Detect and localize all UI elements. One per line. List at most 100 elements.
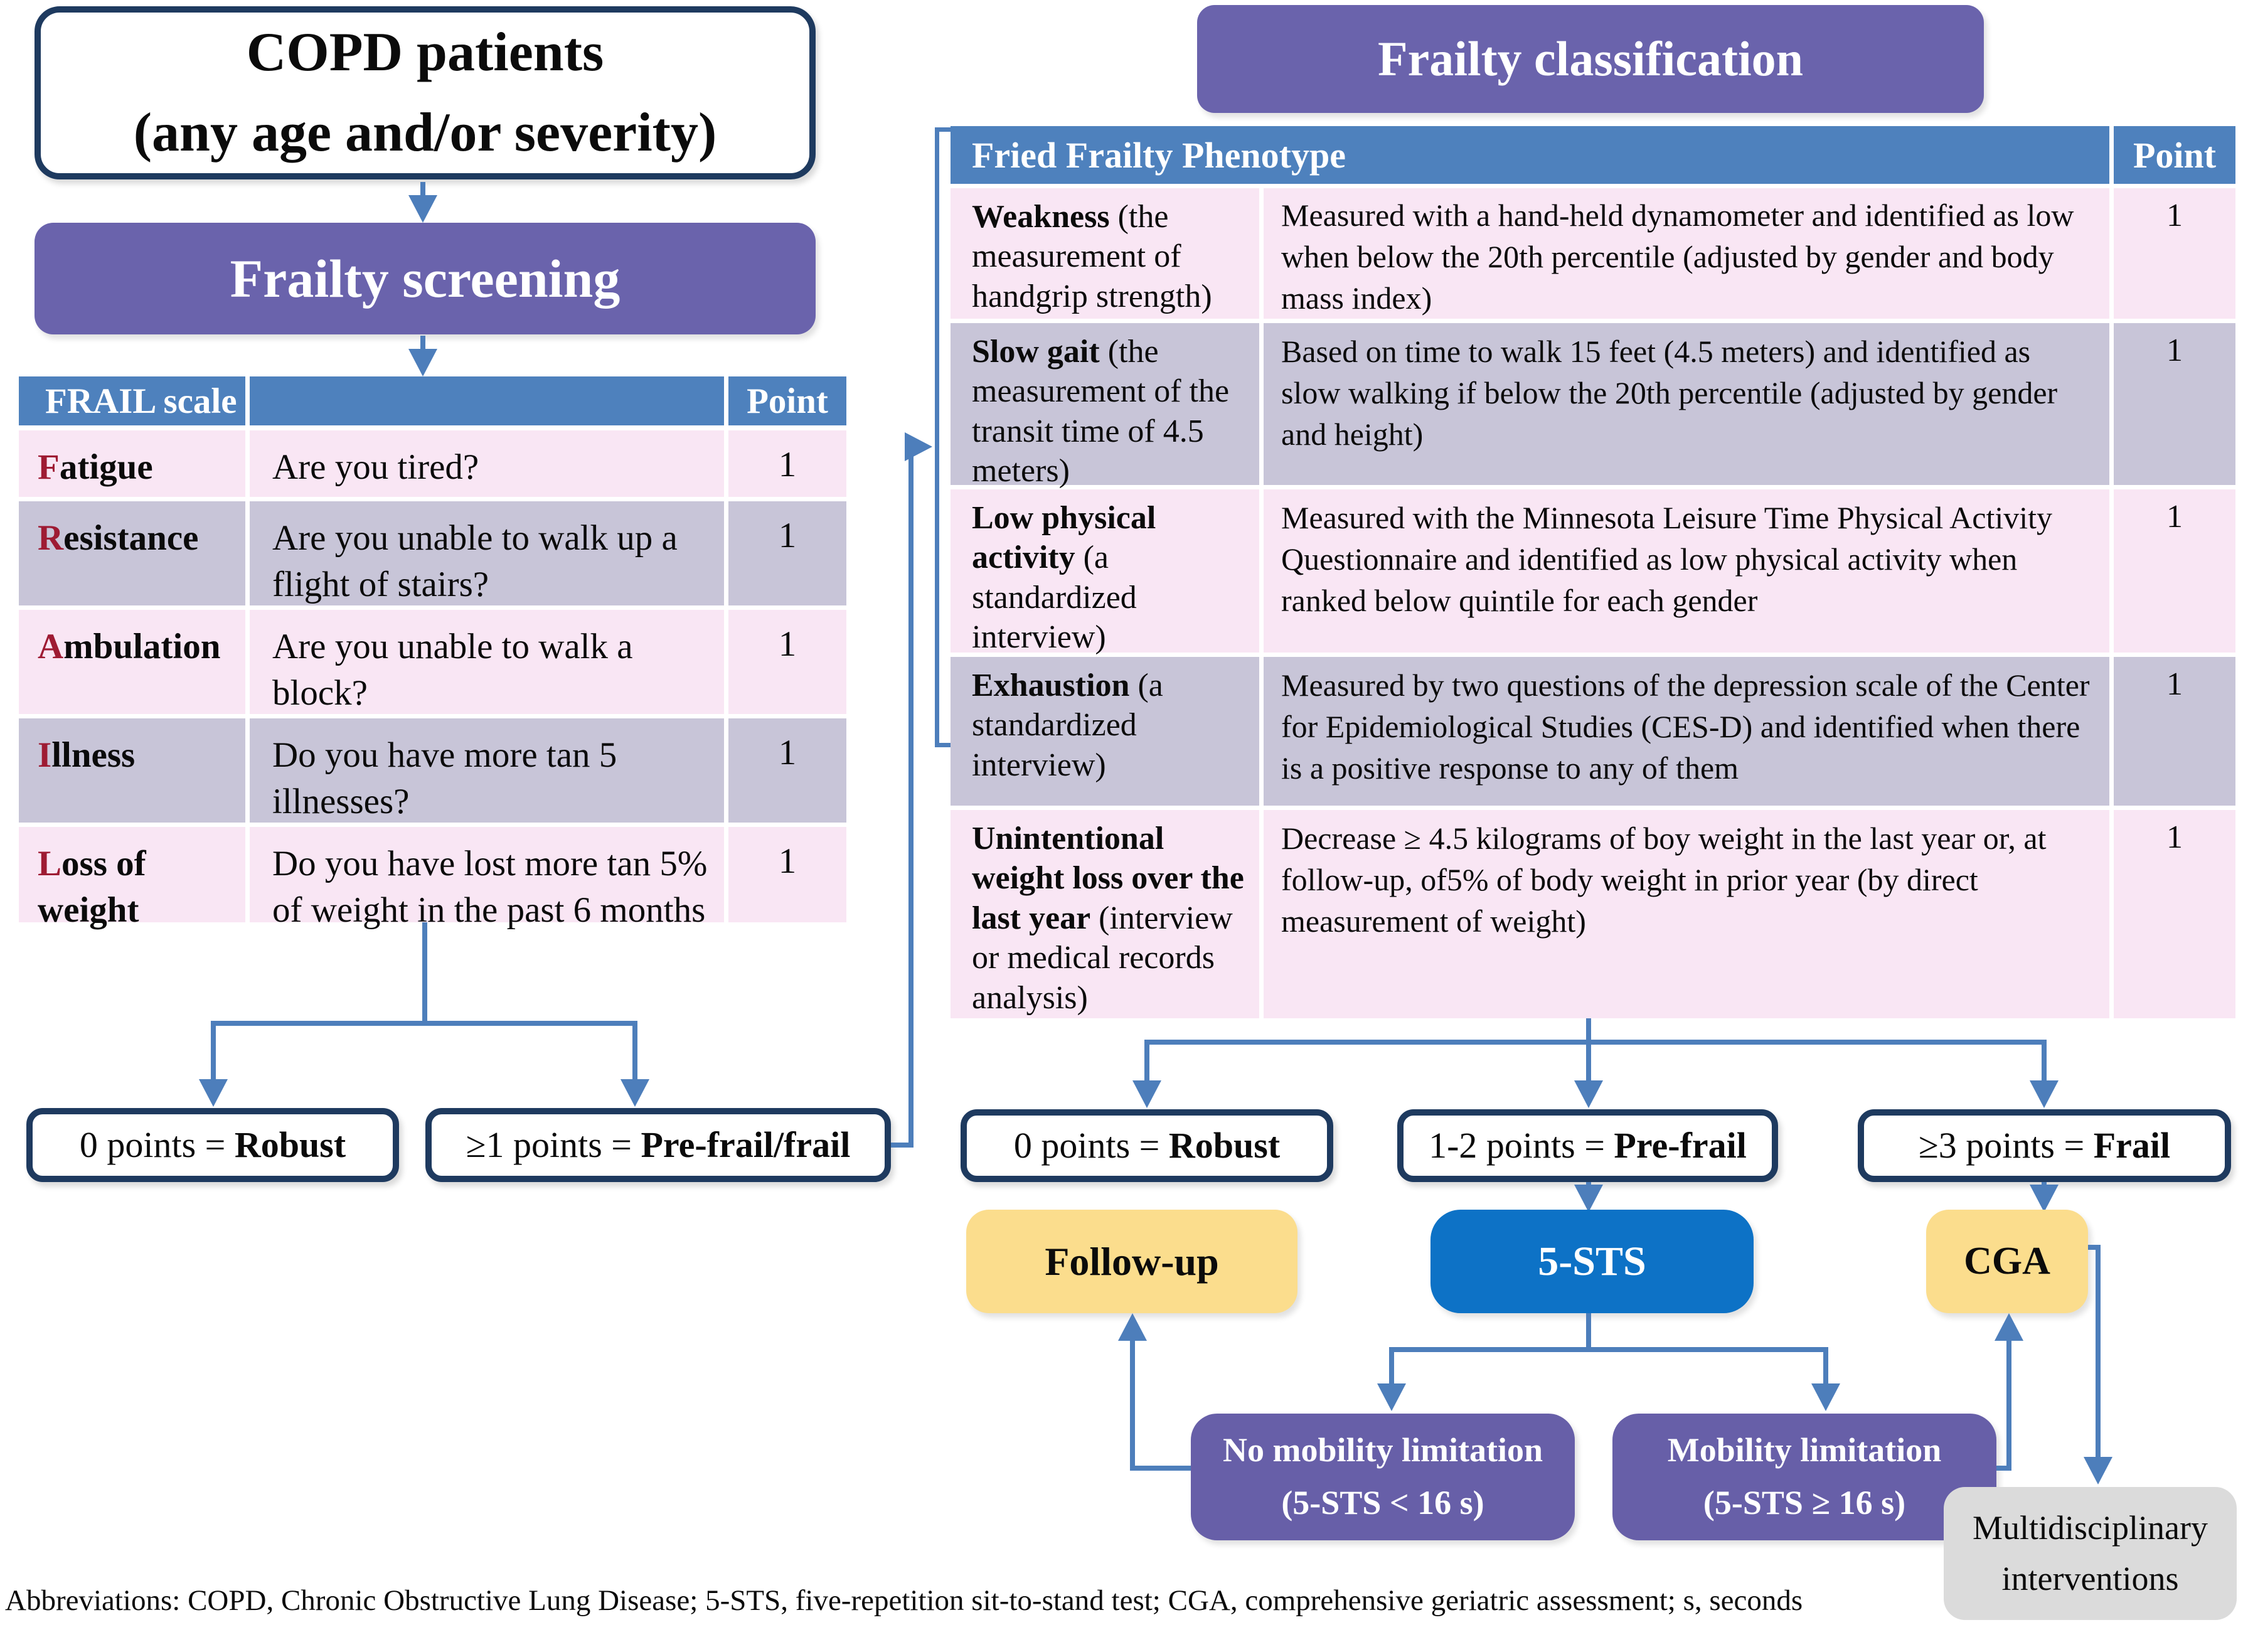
frail-row-weight-point: 1 xyxy=(728,827,846,922)
arrow-down-icon xyxy=(621,1079,649,1107)
no-mobility-limitation-box: No mobility limitation (5-STS < 16 s) xyxy=(1191,1414,1575,1540)
fried-criterion-detail: (the measurement of the transit time of … xyxy=(972,334,1230,489)
frailty-classification-box: Frailty classification xyxy=(1197,5,1984,113)
fried-row-weightloss-description: Decrease ≥ 4.5 kilograms of boy weight i… xyxy=(1264,810,2109,1018)
arrow-down-icon xyxy=(2030,1185,2059,1212)
fried-row-exhaustion-description: Measured by two questions of the depress… xyxy=(1264,657,2109,806)
frail-question-label: Are you unable to walk up a flight of st… xyxy=(272,518,678,605)
fried-row-slowgait-description: Based on time to walk 15 feet (4.5 meter… xyxy=(1264,323,2109,485)
multidisciplinary-interventions-box: Multidisciplinary interventions xyxy=(1944,1487,2237,1620)
frail-initial: L xyxy=(38,844,62,883)
outcome-prefix: ≥1 points = xyxy=(466,1124,641,1166)
frail-term-label: mbulation xyxy=(63,627,221,666)
frail-initial: R xyxy=(38,518,64,558)
fried-outcome-prefrail-box: 1-2 points = Pre-frail xyxy=(1397,1109,1778,1182)
no-mobility-line1: No mobility limitation xyxy=(1223,1431,1543,1469)
fried-row-weightloss-name: Unintentional weight loss over the last … xyxy=(951,810,1259,1018)
arrow-down-icon xyxy=(1132,1080,1161,1108)
arrow-down-icon xyxy=(1377,1383,1406,1411)
connector-sts-stem xyxy=(1586,1313,1591,1350)
five-sts-box: 5-STS xyxy=(1430,1210,1754,1313)
fried-row-weightloss-point: 1 xyxy=(2114,810,2235,1018)
no-mobility-line2: (5-STS < 16 s) xyxy=(1281,1484,1484,1521)
abbreviations-footnote: Abbreviations: COPD, Chronic Obstructive… xyxy=(5,1584,1803,1617)
multidisciplinary-label: Multidisciplinary interventions xyxy=(1973,1509,2208,1597)
frail-initial: I xyxy=(38,735,52,775)
frail-row-ambulation-term: Ambulation xyxy=(19,610,245,714)
connector-fried-branch-left xyxy=(1144,1040,1149,1082)
arrow-down-icon xyxy=(1574,1185,1603,1212)
fried-row-weakness-point: 1 xyxy=(2114,188,2235,319)
mobility-limitation-box: Mobility limitation (5-STS ≥ 16 s) xyxy=(1612,1414,1996,1540)
fried-outcome-robust-box: 0 points = Robust xyxy=(961,1109,1333,1182)
fried-row-slowgait-name: Slow gait (the measurement of the transi… xyxy=(951,323,1259,489)
fried-table-bracket xyxy=(935,127,939,747)
frail-header-point: Point xyxy=(728,376,846,425)
frail-outcome-prefrail-box: ≥1 points = Pre-frail/frail xyxy=(425,1108,891,1182)
follow-up-label: Follow-up xyxy=(1045,1239,1219,1284)
connector-fried-branch xyxy=(1144,1040,2047,1045)
outcome-prefix: 1-2 points = xyxy=(1429,1125,1614,1166)
fried-criterion-detail: (the measurement of handgrip strength) xyxy=(972,199,1212,314)
fried-criterion-detail: (a standardized interview) xyxy=(972,540,1137,656)
frail-row-fatigue-term: Fatigue xyxy=(19,430,245,497)
frail-row-illness-point: 1 xyxy=(728,718,846,823)
outcome-label: Frail xyxy=(2093,1125,2171,1166)
frail-initial: F xyxy=(38,447,60,487)
fried-description-label: Based on time to walk 15 feet (4.5 meter… xyxy=(1281,334,2058,452)
frail-header-point-label: Point xyxy=(747,381,828,421)
cga-label: CGA xyxy=(1964,1240,2050,1282)
fried-point-value: 1 xyxy=(2166,666,2183,702)
frail-question-label: Are you unable to walk a block? xyxy=(272,627,633,713)
frailty-classification-label: Frailty classification xyxy=(1377,31,1804,86)
fried-point-value: 1 xyxy=(2166,198,2183,233)
frail-point-value: 1 xyxy=(778,445,797,484)
connector-sts-branch-right xyxy=(1823,1347,1828,1385)
outcome-label: Pre-frail xyxy=(1614,1125,1747,1166)
frail-row-weight-term: Loss of weight xyxy=(19,827,245,930)
connector-sts-branch xyxy=(1389,1347,1828,1352)
fried-criterion-label: Exhaustion xyxy=(972,668,1130,703)
outcome-label: Robust xyxy=(1168,1125,1281,1166)
frail-question-label: Are you tired? xyxy=(272,447,479,487)
frail-term-label: atigue xyxy=(59,447,153,487)
fried-row-weakness-name: Weakness (the measurement of handgrip st… xyxy=(951,188,1259,319)
fried-description-label: Decrease ≥ 4.5 kilograms of boy weight i… xyxy=(1281,821,2047,939)
frail-row-illness-question: Do you have more tan 5 illnesses? xyxy=(250,718,724,823)
frail-header-empty xyxy=(250,376,724,425)
fried-criterion-label: Unintentional weight loss over the last … xyxy=(972,821,1244,936)
fried-row-lowactivity-description: Measured with the Minnesota Leisure Time… xyxy=(1264,489,2109,653)
copd-line2: (any age and/or severity) xyxy=(133,102,717,163)
frail-point-value: 1 xyxy=(778,624,797,664)
mobility-line1: Mobility limitation xyxy=(1667,1431,1942,1469)
fried-description-label: Measured with the Minnesota Leisure Time… xyxy=(1281,500,2053,618)
mobility-line2: (5-STS ≥ 16 s) xyxy=(1703,1484,1906,1521)
connector-prefrail-out xyxy=(891,1143,914,1148)
frail-row-resistance-question: Are you unable to walk up a flight of st… xyxy=(250,501,724,605)
connector-mobility-up xyxy=(2006,1338,2011,1471)
fried-criterion-detail: (a standardized interview) xyxy=(972,668,1163,783)
fried-row-lowactivity-name: Low physical activity (a standardized in… xyxy=(951,489,1259,656)
fried-criterion-label: Low physical activity xyxy=(972,500,1156,576)
copd-patients-label: COPD patients (any age and/or severity) xyxy=(134,13,717,173)
connector-cga-down xyxy=(2096,1245,2101,1458)
fried-point-value: 1 xyxy=(2166,499,2183,535)
fried-criterion-detail: (interview or medical records analysis) xyxy=(972,900,1233,1016)
frail-point-value: 1 xyxy=(778,841,797,881)
connector-nomobility-up xyxy=(1130,1338,1135,1471)
fried-description-label: Measured by two questions of the depress… xyxy=(1281,668,2090,786)
fried-row-exhaustion-name: Exhaustion (a standardized interview) xyxy=(951,657,1259,806)
fried-table-bracket-top-tick xyxy=(935,127,956,132)
connector-frail-branch xyxy=(211,1021,637,1026)
outcome-prefix: 0 points = xyxy=(79,1124,235,1166)
frailty-screening-label: Frailty screening xyxy=(230,248,621,309)
outcome-prefix: ≥3 points = xyxy=(1918,1125,2094,1166)
arrow-down-icon xyxy=(2030,1080,2059,1108)
frail-question-label: Do you have more tan 5 illnesses? xyxy=(272,735,617,822)
fried-outcome-robust-label: 0 points = Robust xyxy=(1014,1124,1280,1168)
connector-sts-branch-left xyxy=(1389,1347,1394,1385)
arrow-up-icon xyxy=(1118,1313,1147,1341)
connector-cga-out xyxy=(2088,1245,2101,1250)
frail-row-resistance-term: Resistance xyxy=(19,501,245,605)
follow-up-box: Follow-up xyxy=(966,1210,1297,1313)
